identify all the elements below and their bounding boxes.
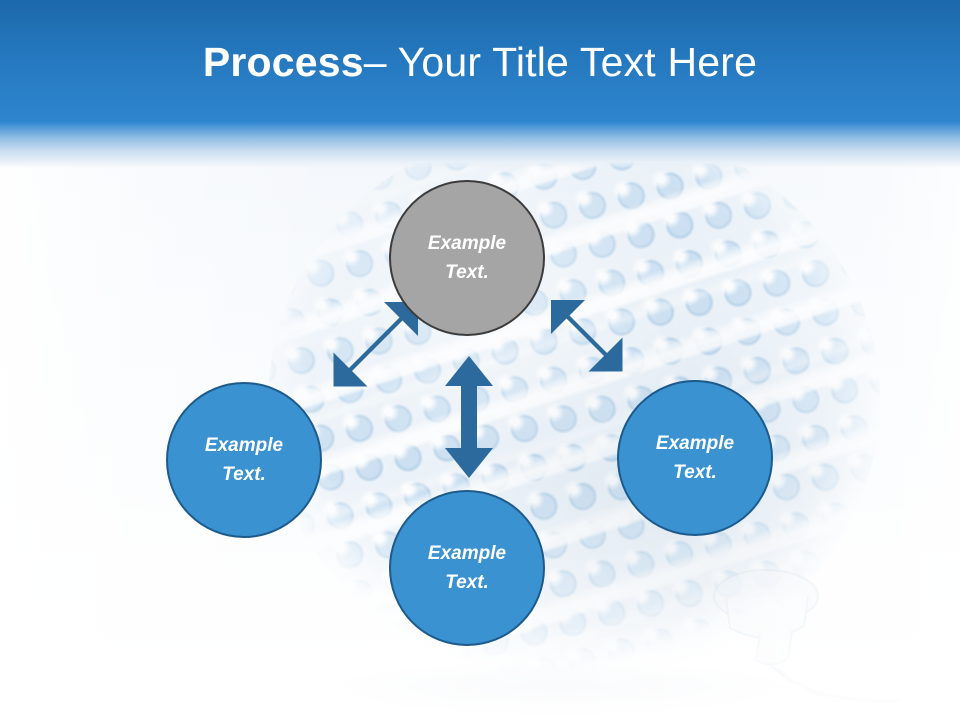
node-left-line1: Example [204, 434, 284, 456]
node-right-line2: Text. [673, 462, 717, 483]
node-right-line1: Example [655, 432, 735, 454]
page-title: Process – Your Title Text Here [0, 0, 960, 124]
node-top[interactable]: Example Text. [389, 180, 545, 336]
node-right[interactable]: Example Text. [617, 380, 773, 536]
page-title-rest: – Your Title Text Here [363, 38, 758, 85]
header-fade-gradient [0, 122, 960, 168]
node-top-line2: Text. [445, 262, 489, 283]
node-bottom-line2: Text. [445, 572, 489, 593]
page-title-strong: Process [202, 38, 364, 85]
header-band [0, 0, 960, 124]
node-top-line1: Example [427, 232, 507, 254]
node-left-line2: Text. [222, 464, 266, 485]
node-bottom-line1: Example [427, 542, 507, 564]
double-headed-arrow-vertical-icon [445, 356, 493, 478]
double-headed-arrow-diagonal-up-right-icon [333, 302, 418, 387]
double-headed-arrow-diagonal-down-right-icon [551, 300, 623, 372]
node-bottom[interactable]: Example Text. [389, 490, 545, 646]
node-left[interactable]: Example Text. [166, 382, 322, 538]
